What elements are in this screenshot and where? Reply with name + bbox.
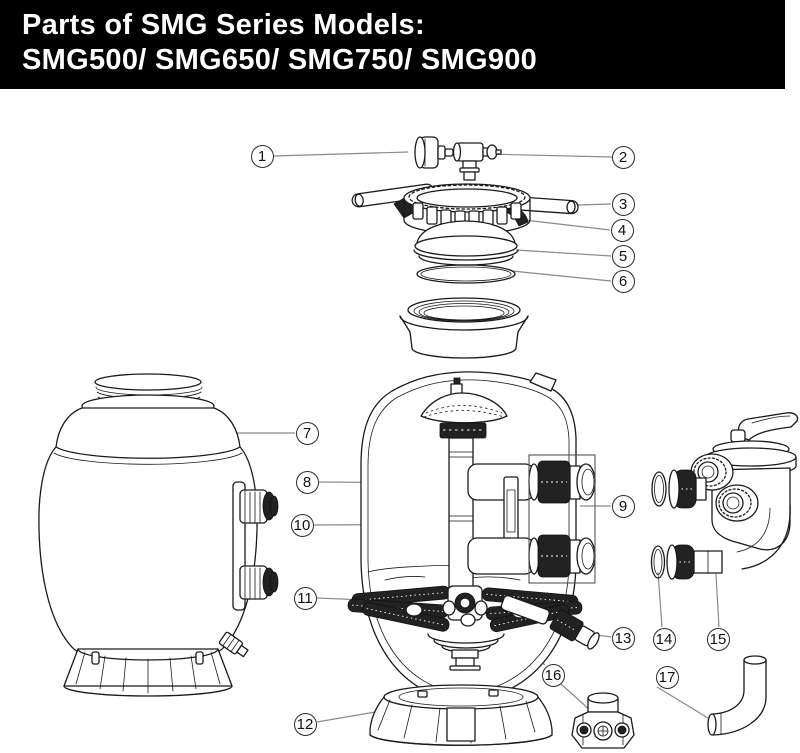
callout-1: 1 [250,144,274,168]
valve-o-ring-lower [650,545,666,579]
callout-14: 14 [652,627,676,651]
callout-2: 2 [611,145,635,169]
threaded-collar [399,297,529,359]
callout-8: 8 [295,470,319,494]
lower-bulkhead-union [537,534,596,578]
valve-o-ring-upper [651,471,667,507]
lid-dome [413,220,519,266]
lower-branch-pipe [467,537,540,575]
filter-tank-assembled [38,373,279,697]
valve-handle [730,412,799,443]
callout-5: 5 [611,244,635,268]
title-line-1: Parts of SMG Series Models: [22,9,425,41]
bulkhead-detail-box [528,454,596,584]
drain-fitting [500,594,600,650]
callout-11: 11 [293,586,317,610]
upper-bulkhead-union [537,460,596,504]
callout-15: 15 [706,627,730,651]
tank-side-union-upper [239,489,279,524]
tank-base [63,648,233,697]
valve-port-lower [715,484,759,522]
union-nut-upper [668,469,707,509]
title-line-2: SMG500/ SMG650/ SMG750/ SMG900 [22,44,538,76]
callout-10: 10 [290,513,314,537]
callout-9: 9 [611,494,635,518]
base-stand [369,684,553,746]
elbow-pipe-loose [707,655,767,736]
callout-17: 17 [655,665,679,689]
tank-drain-stub [218,631,249,658]
union-nut-lower [666,544,723,580]
lid-o-ring [416,264,516,284]
title-banner: Parts of SMG Series Models: SMG500/ SMG6… [0,0,785,89]
callout-3: 3 [611,192,635,216]
tank-cutaway [347,371,600,703]
tank-side-union-lower [239,565,279,600]
callout-13: 13 [611,626,635,650]
callout-16: 16 [541,663,565,687]
lateral-hub [571,692,635,749]
lock-ring [351,183,579,235]
callout-6: 6 [611,269,635,293]
callout-12: 12 [293,712,317,736]
callout-7: 7 [295,421,319,445]
air-release-valve [414,136,454,169]
multiport-valve [650,412,799,580]
callout-4: 4 [610,218,634,242]
under-drain-funnel [427,633,505,671]
tee-fitting [452,142,502,181]
